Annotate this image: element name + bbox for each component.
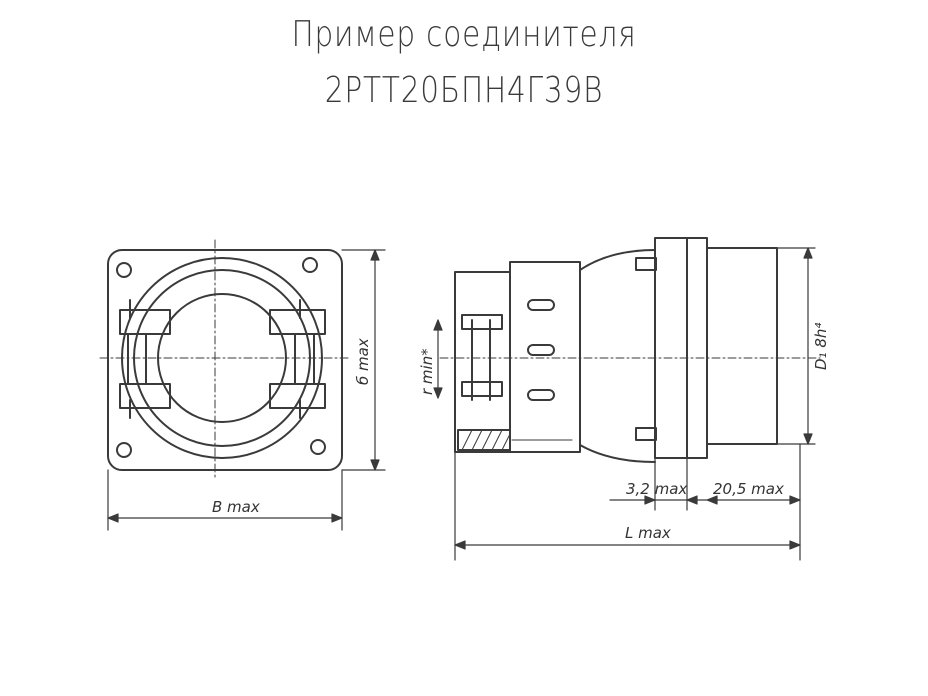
title-line-2: 2РТТ20БПН4Г39В bbox=[324, 70, 604, 111]
dim-b-max: B max bbox=[212, 498, 260, 516]
dim-b-height: б max bbox=[354, 338, 372, 385]
mounting-hole-tr bbox=[302, 257, 318, 273]
mounting-hole-tl bbox=[116, 262, 132, 278]
dim-r-min: r min* bbox=[418, 348, 436, 395]
mounting-hole-bl bbox=[116, 442, 132, 458]
clamp-right-top bbox=[269, 309, 326, 335]
dim-3-2-max: 3,2 max bbox=[626, 480, 687, 498]
clamp-right-bottom bbox=[269, 383, 326, 409]
dim-20-5-max: 20,5 max bbox=[713, 480, 784, 498]
bore-circle bbox=[157, 293, 287, 423]
front-view bbox=[99, 239, 351, 481]
rear-shell bbox=[454, 271, 511, 453]
side-flange bbox=[654, 237, 688, 459]
front-body bbox=[706, 247, 778, 445]
mounting-hole-br bbox=[310, 439, 326, 455]
front-flange bbox=[107, 249, 343, 471]
side-view bbox=[439, 237, 821, 463]
thread-section bbox=[457, 429, 511, 451]
dim-d-side: D₁ 8h⁴ bbox=[812, 323, 830, 370]
coupling-nut bbox=[509, 261, 581, 453]
title-line-1: Пример соединителя bbox=[291, 14, 637, 55]
dim-l-max: L max bbox=[625, 524, 671, 542]
